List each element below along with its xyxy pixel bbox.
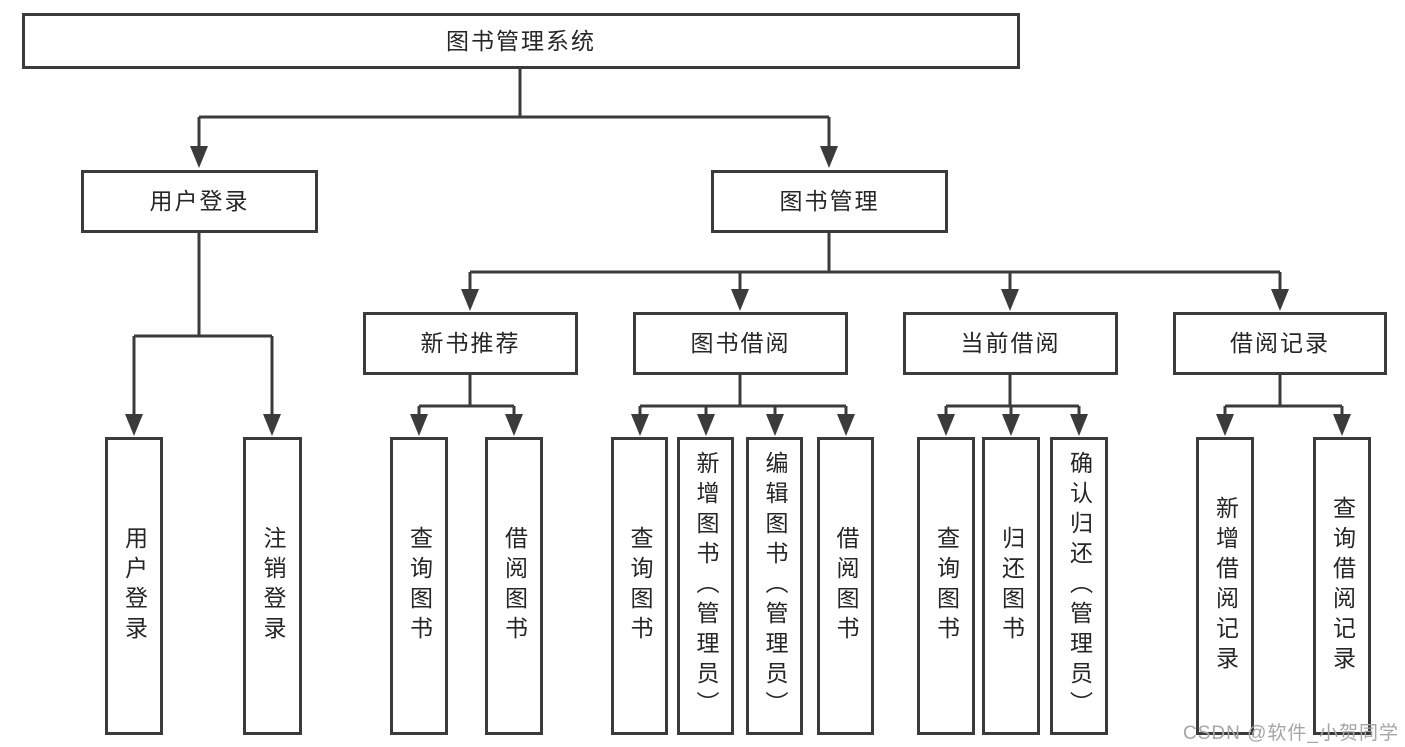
leaf-return-book: 归还图书 xyxy=(982,437,1040,735)
leaf-query-borrow-record: 查询借阅记录 xyxy=(1313,437,1371,735)
node-borrowing-records: 借阅记录 xyxy=(1173,312,1387,375)
leaf-query-books-borrowing: 查询图书 xyxy=(611,437,668,735)
arrowhead xyxy=(1070,414,1088,436)
arrowhead xyxy=(263,414,281,436)
arrowhead xyxy=(1001,289,1019,311)
edge-borrowing-records-to-leaves xyxy=(1216,375,1351,436)
leaf-logout: 注销登录 xyxy=(243,437,302,735)
edge-current-borrowing-to-leaves xyxy=(937,375,1088,436)
arrowhead xyxy=(697,414,715,436)
arrowhead xyxy=(1002,414,1020,436)
leaf-confirm-return-admin: 确认归还（管理员） xyxy=(1050,437,1108,735)
arrowhead xyxy=(937,414,955,436)
edge-root-to-level2 xyxy=(190,69,838,168)
leaf-edit-book-admin: 编辑图书（管理员） xyxy=(746,437,803,735)
node-current-borrowing: 当前借阅 xyxy=(903,312,1118,375)
arrowhead xyxy=(1216,414,1234,436)
arrowhead xyxy=(1271,289,1289,311)
edge-user-login-to-leaves xyxy=(125,233,281,436)
node-user-login: 用户登录 xyxy=(81,170,318,233)
arrowhead xyxy=(731,289,749,311)
arrowhead xyxy=(766,414,784,436)
arrowhead xyxy=(820,146,838,168)
leaf-borrow-books-borrowing: 借阅图书 xyxy=(817,437,874,735)
arrowhead xyxy=(1333,414,1351,436)
watermark-text: CSDN @软件_小贺同学 xyxy=(1183,723,1399,744)
leaf-borrow-books-recommend: 借阅图书 xyxy=(485,437,543,735)
leaf-query-books-recommend: 查询图书 xyxy=(390,437,448,735)
arrowhead xyxy=(125,414,143,436)
edge-book-management-to-level3 xyxy=(461,233,1289,311)
leaf-user-login: 用户登录 xyxy=(105,437,163,735)
arrowhead xyxy=(837,414,855,436)
leaf-add-book-admin: 新增图书（管理员） xyxy=(677,437,734,735)
edge-book-borrowing-to-leaves xyxy=(631,375,855,436)
leaf-query-books-current: 查询图书 xyxy=(917,437,975,735)
arrowhead xyxy=(631,414,649,436)
node-book-borrowing: 图书借阅 xyxy=(633,312,848,375)
arrowhead xyxy=(190,146,208,168)
edge-new-book-recommendation-to-leaves xyxy=(410,375,523,436)
arrowhead xyxy=(410,414,428,436)
arrowhead xyxy=(505,414,523,436)
node-new-book-recommendation: 新书推荐 xyxy=(363,312,578,375)
leaf-add-borrow-record: 新增借阅记录 xyxy=(1196,437,1254,735)
node-library-system: 图书管理系统 xyxy=(22,13,1020,69)
node-book-management: 图书管理 xyxy=(711,170,948,233)
arrowhead xyxy=(461,289,479,311)
